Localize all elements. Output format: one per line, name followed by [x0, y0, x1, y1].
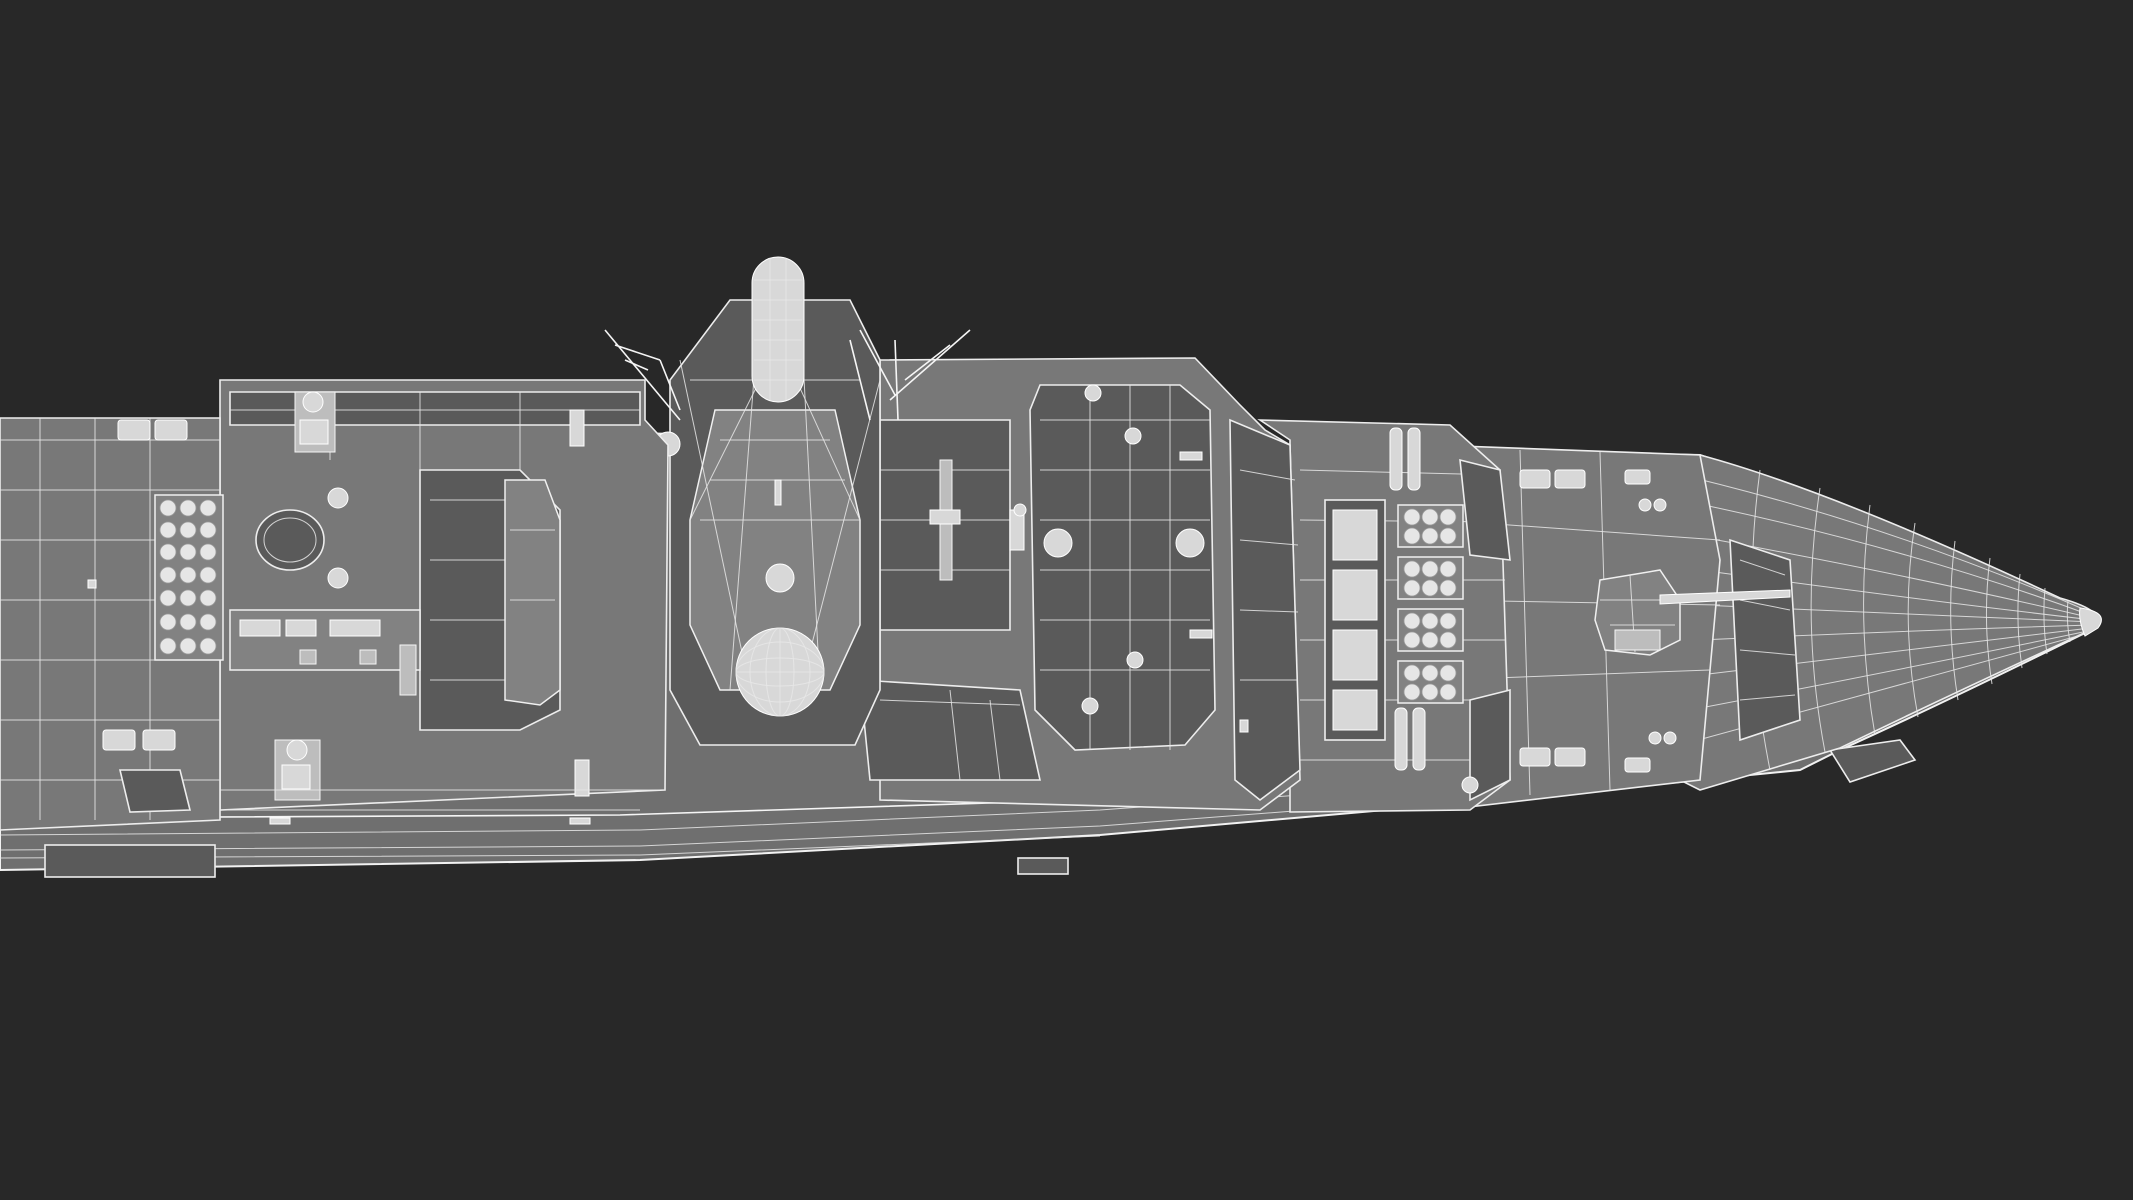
secondary-gun-turret-lower	[274, 739, 321, 801]
radar-dome	[751, 256, 805, 403]
missile-cells	[1397, 504, 1464, 704]
aft-launcher-cells	[154, 494, 224, 661]
missile-bay	[1257, 419, 1511, 813]
superstructure-central	[859, 357, 1301, 811]
aft-superstructure	[219, 379, 669, 825]
main-gun-turret	[1594, 569, 1791, 656]
aft-deck	[0, 417, 224, 831]
secondary-gun-turret	[294, 391, 336, 453]
antenna-masts	[604, 329, 971, 421]
bow-deck-fittings	[1519, 469, 1677, 773]
sphere-radome	[735, 627, 825, 717]
bridge-mast	[655, 256, 881, 746]
